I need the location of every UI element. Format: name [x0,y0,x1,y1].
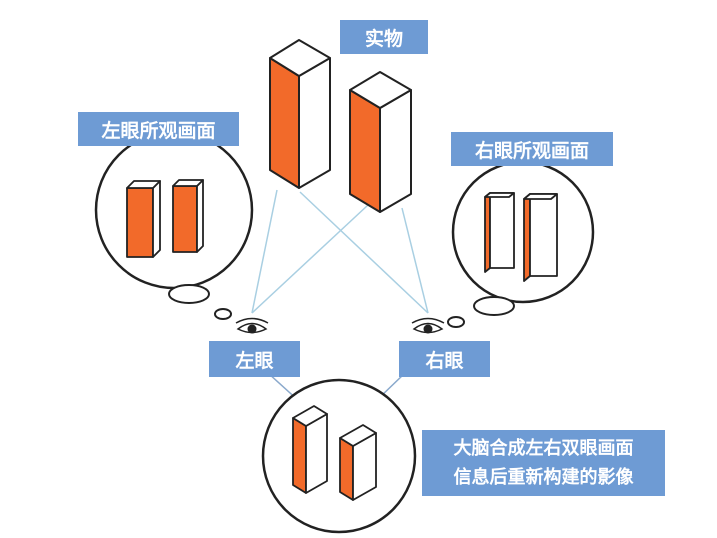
sight-line-left-b [251,204,369,314]
sight-line-right-b [401,207,429,314]
brain-caption-line-2: 信息后重新构建的影像 [453,467,634,488]
brain-prism-1 [292,405,328,494]
left-view-prism-2 [172,179,204,253]
label-right-view: 右眼所观画面 [451,132,613,166]
right-view-prism-2 [523,193,558,282]
right-view-bubble [447,160,595,328]
label-brain-caption: 大脑合成左右双眼画面 信息后重新构建的影像 [422,430,665,496]
brain-prism-2 [339,424,377,501]
brain-image-bubble [261,378,417,534]
right-view-prism-1 [484,192,515,273]
label-right-eye: 右眼 [399,341,490,377]
eye-icon [411,317,445,334]
sight-line-right-a [299,191,429,314]
sight-lines [251,189,429,403]
left-view-prism-1 [126,180,161,258]
eye-icon [235,317,269,334]
real-object-prism-2 [349,71,412,213]
brain-caption-line-1: 大脑合成左右双眼画面 [453,438,634,459]
real-object-prism-1 [269,39,331,189]
label-left-eye: 左眼 [209,341,300,377]
label-object: 实物 [340,20,428,54]
sight-line-left-a [251,189,278,314]
label-left-view: 左眼所观画面 [78,112,239,146]
